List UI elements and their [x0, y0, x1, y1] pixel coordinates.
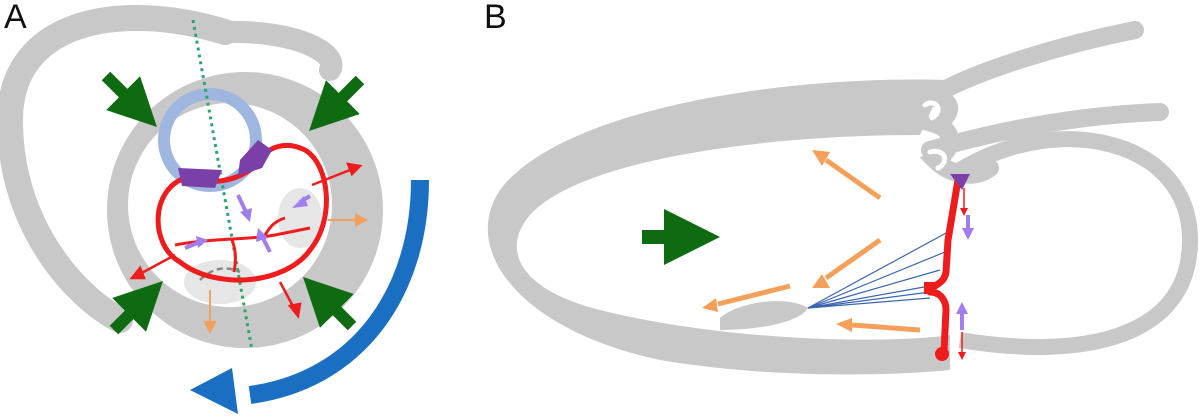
right-ventricle-wall — [0, 4, 238, 333]
dashed-bulge-outline — [199, 267, 241, 281]
aortic-valve-leaflets — [922, 100, 948, 171]
lv-wall-outer — [487, 79, 950, 375]
aorta-upper-wall — [931, 21, 1144, 101]
panel-a-diagram — [0, 4, 429, 414]
right-ventricle-wall-top — [214, 20, 343, 81]
left-atrium-wall — [955, 131, 1199, 355]
annulus-motion-arrows — [956, 188, 974, 360]
compression-arrows — [101, 71, 365, 335]
mitral-leaflet-anterior — [926, 176, 962, 294]
lv-orange-arrows — [203, 213, 369, 335]
panel-label-b: B — [484, 0, 507, 36]
rotation-arrow — [248, 179, 429, 404]
lv-purple-arrows — [184, 194, 312, 253]
panel-label-a: A — [4, 0, 27, 36]
blood-flow-arrows — [702, 150, 921, 333]
posterior-annulus-point — [935, 347, 949, 361]
left-ventricle-cavity — [128, 103, 332, 307]
panel-b-diagram — [487, 21, 1199, 375]
papillary-muscle — [720, 301, 808, 330]
trigone-left — [178, 168, 222, 188]
chordae-tendineae — [807, 231, 949, 309]
anterior-trigone — [950, 174, 970, 190]
trigone-right — [238, 140, 272, 176]
annulus-cleft-2 — [230, 239, 237, 273]
rotation-arrowhead — [190, 368, 238, 414]
leaflet-coaptation — [924, 282, 936, 294]
annulus-expansion-arrows — [129, 162, 363, 319]
